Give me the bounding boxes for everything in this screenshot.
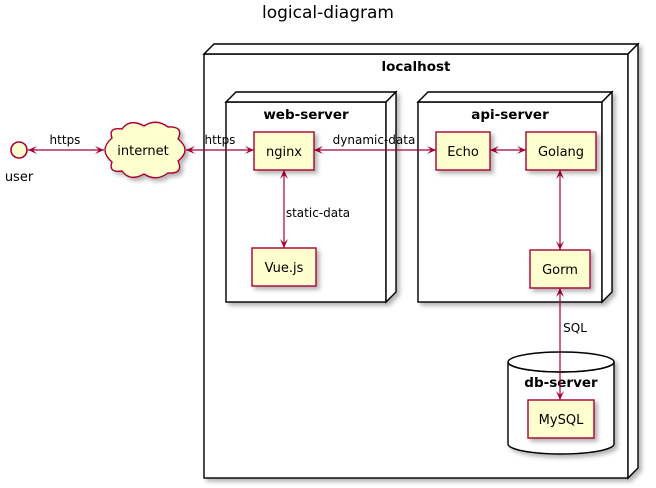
gorm-label: Gorm	[542, 263, 578, 278]
mysql-label: MySQL	[539, 413, 584, 428]
vuejs-component	[251, 247, 317, 287]
internet-label: internet	[117, 144, 168, 159]
nginx-component	[253, 131, 315, 171]
diagram-title: logical-diagram	[262, 3, 394, 23]
edge-label-nginx-echo: dynamic-data	[333, 133, 416, 147]
component-boxes	[251, 131, 597, 439]
db-server-label: db-server	[524, 375, 598, 391]
echo-component	[435, 131, 491, 171]
api-server-label: api-server	[471, 107, 549, 123]
edge-label-nginx-vue: static-data	[286, 206, 350, 220]
localhost-label: localhost	[381, 59, 451, 75]
nginx-label: nginx	[266, 145, 302, 160]
edge-label-internet-nginx: https	[205, 133, 236, 147]
echo-label: Echo	[447, 145, 479, 160]
edge-label-user-internet: https	[50, 133, 81, 147]
edge-label-gorm-mysql: SQL	[563, 321, 587, 335]
gorm-component	[529, 249, 591, 289]
connectors	[28, 146, 564, 400]
mysql-component	[527, 399, 595, 439]
golang-label: Golang	[538, 145, 584, 160]
vuejs-label: Vue.js	[265, 261, 304, 276]
user-label: user	[5, 170, 34, 185]
golang-component	[525, 131, 597, 171]
web-server-label: web-server	[263, 107, 349, 123]
internet-cloud-icon	[104, 121, 186, 179]
user-actor-icon	[10, 141, 28, 159]
